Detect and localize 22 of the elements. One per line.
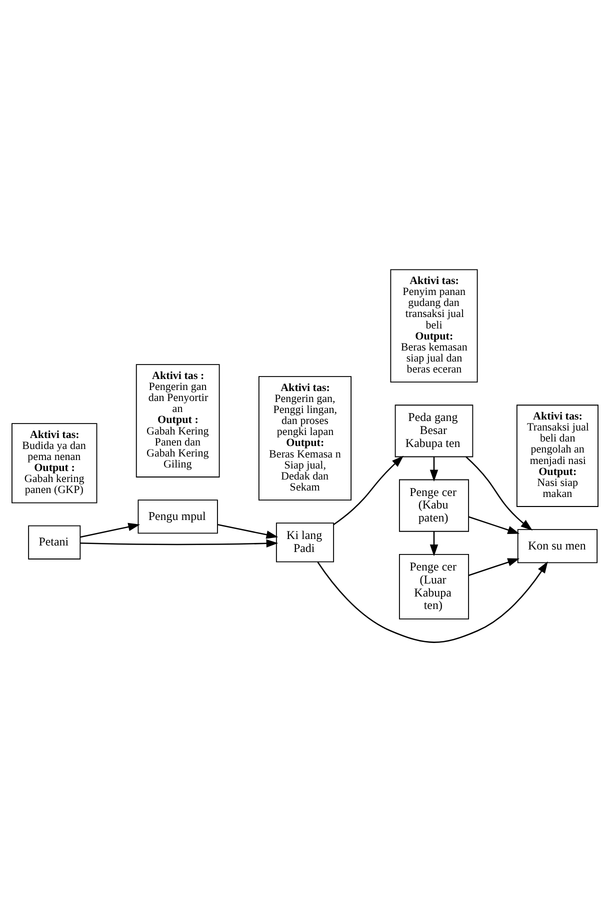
node-box: Aktivi tas: Penyim panan gudang dan transaksi jual beli Output: Beras kemasan siap jual dan beras eceran [390, 269, 478, 383]
node-box: Aktivi tas: Pengerin gan, Penggi lingan, dan proses pengki lapan Output: Beras Kemasa n Siap jual, Dedak dan Sekam [258, 376, 352, 500]
arrow [430, 456, 438, 482]
arrow [466, 456, 533, 530]
node-box: Petani [28, 525, 81, 560]
arrow [333, 456, 404, 526]
arrow [80, 539, 278, 548]
node-box: Aktivi tas: Transaksi jual beli dan pengolah an menjadi nasi Output: Nasi siap makan [516, 404, 598, 507]
node-box: Penge cer (Kabu paten) [398, 479, 470, 532]
arrow [80, 522, 140, 538]
node-box: Ki lang Padi [276, 522, 334, 562]
arrow [430, 531, 438, 556]
arrow [468, 558, 520, 576]
arrow [468, 516, 520, 534]
node-box: Penge cer (Luar Kabupa ten) [398, 554, 470, 620]
arrow [218, 524, 278, 539]
node-box: Pengu mpul [138, 500, 218, 534]
node-box: Aktivi tas : Pengerin gan dan Penyortir an Output : Gabah Kering Panen dan Gabah Kering Giling [136, 364, 220, 478]
arrow [317, 561, 548, 643]
node-box: Kon su men [517, 529, 598, 564]
node-box: Aktivi tas: Budida ya dan pema nenan Output : Gabah kering panen (GKP) [12, 423, 98, 504]
node-box: Peda gang Besar Kabupa ten [394, 404, 474, 458]
